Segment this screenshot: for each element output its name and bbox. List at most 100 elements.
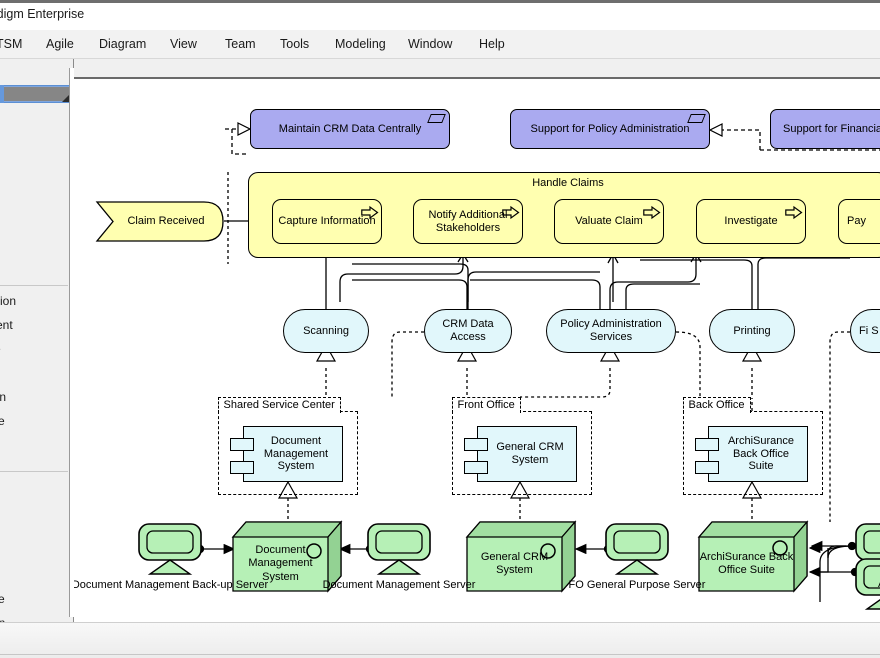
device-icon bbox=[367, 523, 431, 575]
panel-divider-mid bbox=[0, 471, 68, 472]
process-label: Notify Additional Stakeholders bbox=[428, 208, 508, 234]
requirement-support-for-policy-administration[interactable]: Support for Policy Administration bbox=[510, 109, 710, 149]
business-process-capture-information[interactable]: Capture Information bbox=[272, 199, 382, 244]
panel-accent-bar bbox=[0, 85, 4, 103]
sidebar-item-7[interactable]: ce bbox=[0, 592, 5, 606]
menu-item-tsm[interactable]: TSM bbox=[0, 37, 23, 51]
status-bar-divider bbox=[0, 654, 880, 655]
application-component-general-crm-system[interactable]: General CRM System bbox=[464, 426, 577, 482]
panel-divider-top bbox=[0, 285, 68, 286]
application-service-policy-administration-services[interactable]: Policy Administration Services bbox=[546, 309, 676, 353]
service-label: CRM Data Access bbox=[442, 318, 494, 343]
menu-item-diagram[interactable]: Diagram bbox=[99, 37, 147, 51]
business-process-valuate-claim[interactable]: Valuate Claim bbox=[554, 199, 664, 244]
service-label: Fi S bbox=[859, 324, 879, 337]
panel-selected-tab[interactable] bbox=[0, 85, 72, 103]
business-process-notify-additional-stakeholders[interactable]: Notify Additional Stakeholders bbox=[413, 199, 523, 244]
application-component-archisurance-back-office-suite[interactable]: ArchiSurance Back Office Suite bbox=[695, 426, 808, 482]
business-event-label: Claim Received bbox=[127, 215, 205, 228]
process-label: Valuate Claim bbox=[575, 215, 643, 228]
device-document-management-server[interactable] bbox=[367, 523, 431, 575]
window-top-edge bbox=[0, 0, 880, 3]
group-title: Handle Claims bbox=[532, 177, 604, 189]
business-event-claim-received[interactable]: Claim Received bbox=[95, 201, 224, 242]
requirement-icon bbox=[427, 114, 446, 123]
process-arrow-icon bbox=[785, 205, 803, 220]
resize-corner-icon bbox=[62, 93, 71, 102]
panel-inner-frame bbox=[69, 68, 74, 617]
component-tab-icon bbox=[230, 438, 254, 451]
device-fo-general-purpose-server[interactable] bbox=[605, 523, 669, 575]
sidebar-item-2[interactable]: e bbox=[0, 342, 68, 356]
menu-bar[interactable]: TSM Agile Diagram View Team Tools Modeli… bbox=[0, 30, 880, 59]
requirement-support-for-financial[interactable]: Support for Financial bbox=[770, 109, 880, 149]
diagram-canvas[interactable]: Maintain CRM Data Centrally Support for … bbox=[74, 77, 880, 622]
node-label: General CRM System bbox=[480, 550, 549, 576]
menu-item-team[interactable]: Team bbox=[225, 37, 256, 51]
process-label: Investigate bbox=[724, 215, 778, 228]
grouping-label: Front Office bbox=[451, 397, 521, 413]
service-label: Printing bbox=[733, 324, 771, 337]
component-tab-icon bbox=[695, 438, 719, 451]
grouping-back-office[interactable]: Back Office bbox=[682, 397, 823, 495]
grouping-front-office[interactable]: Front Office bbox=[451, 397, 592, 495]
node-label: Document Management System bbox=[248, 544, 313, 583]
grouping-label: Shared Service Center bbox=[217, 397, 341, 413]
device-label-document-management-server: Document Management Server bbox=[322, 579, 476, 591]
sidebar-item-1[interactable]: ment bbox=[0, 318, 13, 332]
process-arrow-icon bbox=[361, 205, 379, 220]
menu-item-tools[interactable]: Tools bbox=[280, 37, 310, 51]
component-label: General CRM System bbox=[496, 441, 564, 466]
device-icon bbox=[138, 523, 202, 575]
application-service-printing[interactable]: Printing bbox=[709, 309, 795, 353]
process-arrow-icon bbox=[502, 205, 520, 220]
left-panel[interactable]: ration ment e n ion ce s ce on e ention bbox=[0, 59, 74, 654]
process-label: Capture Information bbox=[278, 215, 376, 228]
application-service-crm-data-access[interactable]: CRM Data Access bbox=[424, 309, 512, 353]
menu-item-window[interactable]: Window bbox=[408, 37, 453, 51]
menu-item-help[interactable]: Help bbox=[479, 37, 505, 51]
sidebar-item-0[interactable]: ration bbox=[0, 294, 17, 308]
grouping-label: Back Office bbox=[682, 397, 751, 413]
business-process-investigate[interactable]: Investigate bbox=[696, 199, 806, 244]
device-document-management-backup-server[interactable] bbox=[138, 523, 202, 575]
sidebar-item-5[interactable]: ce bbox=[0, 414, 5, 428]
grouping-shared-service-center[interactable]: Shared Service Center bbox=[217, 397, 358, 495]
component-tab-icon bbox=[695, 461, 719, 474]
application-service-financial-services[interactable]: Fi S bbox=[850, 309, 880, 353]
sidebar-item-3[interactable]: n bbox=[0, 366, 68, 380]
node-label: ArchiSurance Back Office Suite bbox=[699, 550, 794, 576]
title-bar: l Paradigm Enterprise bbox=[0, 0, 880, 30]
status-bar bbox=[0, 622, 880, 658]
device-icon bbox=[605, 523, 669, 575]
requirement-label: Support for Financial bbox=[783, 122, 880, 135]
device-archisurance-server[interactable] bbox=[855, 558, 880, 610]
application-component-document-management-system[interactable]: Document Management System bbox=[230, 426, 343, 482]
device-icon bbox=[855, 558, 880, 610]
sidebar-item-4[interactable]: ion bbox=[0, 390, 7, 404]
business-process-pay[interactable]: Pay bbox=[838, 199, 880, 244]
component-tab-icon bbox=[464, 461, 488, 474]
sidebar-item-6[interactable]: s bbox=[0, 438, 68, 452]
service-label: Policy Administration Services bbox=[560, 318, 662, 343]
menu-item-modeling[interactable]: Modeling bbox=[335, 37, 386, 51]
process-arrow-icon bbox=[643, 205, 661, 220]
component-label: Document Management System bbox=[263, 435, 329, 473]
requirement-label: Maintain CRM Data Centrally bbox=[278, 122, 422, 135]
diagram-content: Maintain CRM Data Centrally Support for … bbox=[74, 79, 880, 622]
requirement-maintain-crm-data-centrally[interactable]: Maintain CRM Data Centrally bbox=[250, 109, 450, 149]
window-title: l Paradigm Enterprise bbox=[0, 7, 85, 21]
component-tab-icon bbox=[464, 438, 488, 451]
device-label-archisurance-server: ArchiSuran Ser bbox=[878, 578, 880, 592]
menu-item-agile[interactable]: Agile bbox=[46, 37, 74, 51]
requirement-icon bbox=[687, 114, 706, 123]
menu-item-view[interactable]: View bbox=[170, 37, 197, 51]
service-label: Scanning bbox=[303, 324, 349, 337]
requirement-label: Support for Policy Administration bbox=[530, 122, 690, 135]
component-label: ArchiSurance Back Office Suite bbox=[727, 435, 795, 473]
application-service-scanning[interactable]: Scanning bbox=[283, 309, 369, 353]
device-label-document-management-backup-server: Document Management Back-up Server bbox=[74, 579, 269, 591]
device-label-fo-general-purpose-server: FO General Purpose Server bbox=[568, 579, 706, 591]
business-event-shape bbox=[95, 201, 224, 242]
